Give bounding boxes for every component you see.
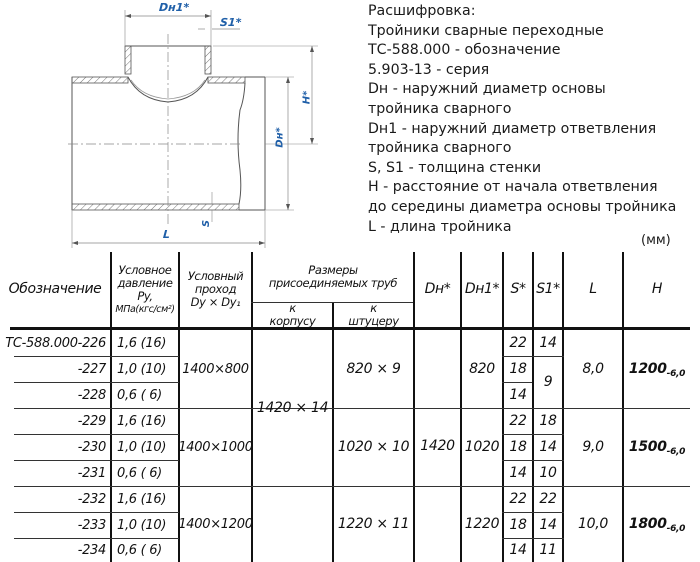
legend-line: L - длина тройника bbox=[368, 218, 512, 235]
header-pressure: Условное давление Py, МПа(кгс/см²) bbox=[115, 262, 175, 315]
row-designation: -231 bbox=[77, 465, 107, 481]
group-dn1: 1020 bbox=[464, 439, 500, 455]
legend-title: Расшифровка: bbox=[368, 3, 476, 19]
units-label: (мм) bbox=[641, 233, 671, 248]
header-pipe-sizes: Размеры присоединяемых труб bbox=[268, 263, 398, 290]
dim-label-l: L bbox=[162, 228, 171, 241]
row-s1: 14 bbox=[539, 439, 557, 455]
legend-line: S, S1 - толщина стенки bbox=[368, 159, 542, 176]
dim-label-dn: Dн* bbox=[274, 127, 286, 148]
group-to-fitting: 1020 × 10 bbox=[337, 439, 410, 455]
tee-drawing-svg bbox=[68, 10, 318, 248]
dim-label-dn1: Dн1* bbox=[158, 1, 190, 14]
legend-line: Dн1 - наружний диаметр ответвления bbox=[368, 120, 657, 137]
group-to-fitting: 1220 × 11 bbox=[337, 516, 410, 532]
row-pressure: 1,0 (10) bbox=[117, 361, 167, 377]
row-s: 14 bbox=[509, 465, 527, 481]
row-designation: -233 bbox=[77, 517, 107, 533]
row-pressure: 0,6 ( 6) bbox=[117, 465, 162, 481]
row-designation: -227 bbox=[77, 361, 107, 377]
group-passage: 1400×1200 bbox=[178, 516, 253, 532]
row-s: 22 bbox=[509, 335, 527, 351]
tee-drawing: Dн1* S1* H* Dн* S L bbox=[0, 0, 360, 250]
row-s1: 11 bbox=[539, 542, 557, 558]
spec-table: Обозначение Условное давление Py, МПа(кг… bbox=[0, 252, 700, 562]
header-to-fitting: к штуцеру bbox=[348, 301, 399, 328]
row-designation: ТС-588.000-226 bbox=[5, 335, 106, 351]
dim-label-h: H* bbox=[301, 90, 313, 105]
row-s1: 22 bbox=[539, 491, 557, 507]
group-passage: 1400×1000 bbox=[178, 439, 253, 455]
legend-line: до середины диаметра основы тройника bbox=[368, 198, 677, 215]
legend-line: Dн - наружний диаметр основы bbox=[368, 81, 606, 98]
row-s: 18 bbox=[509, 517, 527, 533]
group-h: 1200-6,0 bbox=[628, 361, 686, 379]
legend-line: 5.903-13 - серия bbox=[368, 61, 490, 78]
row-pressure: 0,6 ( 6) bbox=[117, 542, 162, 558]
legend-line: ТС-588.000 - обозначение bbox=[368, 42, 561, 59]
row-designation: -229 bbox=[77, 413, 107, 429]
dim-label-s: S bbox=[201, 219, 213, 228]
header-s1: S1* bbox=[536, 281, 560, 297]
row-s: 18 bbox=[509, 361, 527, 377]
row-s: 22 bbox=[509, 413, 527, 429]
row-pressure: 1,0 (10) bbox=[117, 439, 167, 455]
group-h: 1500-6,0 bbox=[628, 439, 686, 457]
legend-line: Тройники сварные переходные bbox=[368, 22, 604, 39]
row-designation: -230 bbox=[77, 439, 107, 455]
legend-line: тройника сварного bbox=[368, 140, 512, 157]
merged-to-body: 1420 × 14 bbox=[256, 400, 329, 416]
group-passage: 1400×800 bbox=[182, 361, 249, 377]
row-designation: -234 bbox=[77, 542, 107, 558]
row-s: 18 bbox=[509, 439, 527, 455]
row-s: 14 bbox=[509, 387, 527, 403]
row-s1: 18 bbox=[539, 413, 557, 429]
group-l: 10,0 bbox=[578, 516, 608, 532]
group-l: 9,0 bbox=[582, 439, 604, 455]
row-s: 22 bbox=[509, 491, 527, 507]
group-to-fitting: 820 × 9 bbox=[346, 361, 401, 377]
header-h: H bbox=[651, 281, 663, 297]
row-pressure: 1,0 (10) bbox=[117, 517, 167, 533]
row-s1: 10 bbox=[539, 465, 557, 481]
legend: Расшифровка: Тройники сварные переходные… bbox=[368, 2, 698, 237]
header-dn1: Dн1* bbox=[464, 281, 500, 297]
row-s: 14 bbox=[509, 542, 527, 558]
row-s1: 14 bbox=[539, 335, 557, 351]
header-passage: Условный проход Dy × Dy₁ bbox=[187, 269, 244, 309]
header-dn: Dн* bbox=[424, 281, 451, 297]
row-pressure: 1,6 (16) bbox=[117, 413, 167, 429]
row-s1-merged: 9 bbox=[543, 374, 553, 390]
header-s: S* bbox=[510, 281, 526, 297]
row-s1: 14 bbox=[539, 517, 557, 533]
header-to-body: к корпусу bbox=[269, 301, 316, 328]
group-h: 1800-6,0 bbox=[628, 516, 686, 534]
row-pressure: 1,6 (16) bbox=[117, 491, 167, 507]
legend-line: тройника сварного bbox=[368, 100, 512, 117]
row-pressure: 0,6 ( 6) bbox=[117, 387, 162, 403]
row-pressure: 1,6 (16) bbox=[117, 335, 167, 351]
group-dn1: 1220 bbox=[464, 516, 500, 532]
header-l: L bbox=[589, 281, 597, 297]
legend-line: H - расстояние от начала ответвления bbox=[368, 179, 658, 196]
row-designation: -228 bbox=[77, 387, 107, 403]
header-designation: Обозначение bbox=[8, 281, 102, 297]
dim-label-s1: S1* bbox=[219, 16, 242, 29]
group-dn1: 820 bbox=[469, 361, 495, 377]
merged-dn: 1420 bbox=[420, 438, 455, 454]
group-l: 8,0 bbox=[582, 361, 604, 377]
row-designation: -232 bbox=[77, 491, 107, 507]
